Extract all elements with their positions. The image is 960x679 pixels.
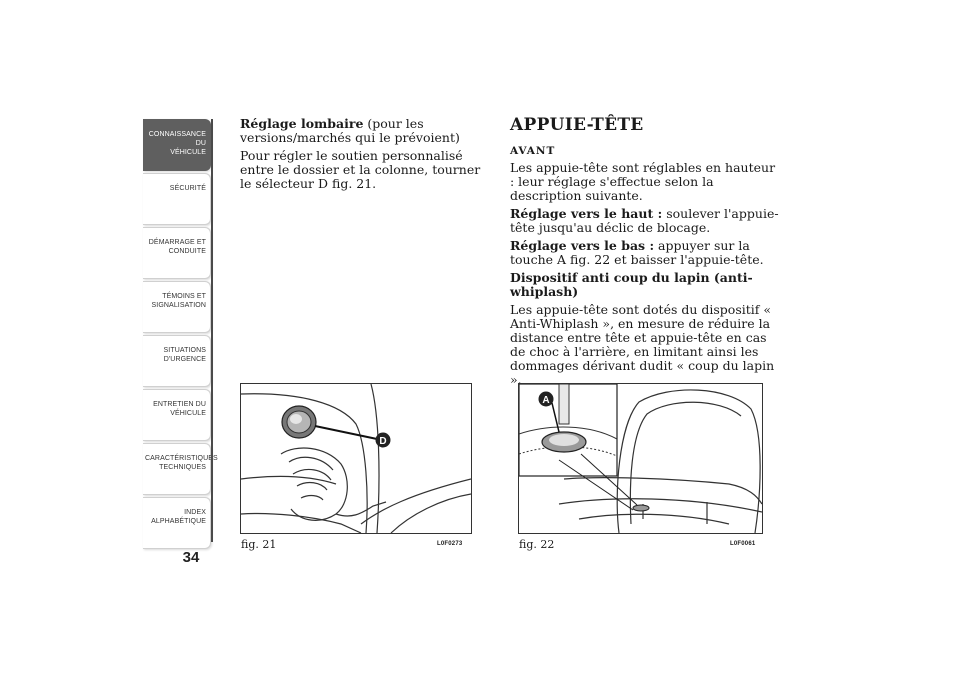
figure-21-caption: fig. 21 xyxy=(241,538,277,551)
lumbar-text: Pour régler le soutien personnalisé entr… xyxy=(240,148,481,191)
tab-label-line2: TECHNIQUES xyxy=(159,464,206,471)
callout-a-label: A xyxy=(542,395,549,406)
zoom-line xyxy=(558,459,634,511)
figure-21-lumbar-knob: D xyxy=(240,383,472,534)
tab-label-line2: VÉHICULE xyxy=(170,149,206,156)
intro-text: Les appuie-tête sont réglables en hauteu… xyxy=(510,160,776,203)
callout-line-d xyxy=(314,425,378,440)
callout-line-a xyxy=(551,402,560,433)
figure-22-headrest: A xyxy=(518,383,763,534)
up-text: soulever l'appuie-tête jusqu'au déclic d… xyxy=(510,206,779,235)
section-subheading: AVANT xyxy=(510,145,556,157)
callout-a-marker xyxy=(538,391,554,407)
callout-d-marker xyxy=(375,432,391,448)
down-title: Réglage vers le bas : xyxy=(510,238,655,253)
down-text: appuyer sur la touche A fig. 22 et baiss… xyxy=(510,238,764,267)
tab-situations-d-urgence[interactable]: SITUATIONS D'URGENCE xyxy=(143,335,211,387)
tab-label-line2: SÉCURITÉ xyxy=(169,185,206,192)
tab-label-line2: ALPHABÉTIQUE xyxy=(151,518,206,525)
lumbar-note: (pour les versions/marchés qui le prévoi… xyxy=(240,116,460,145)
right-column: APPUIE-TÊTE AVANT Les appuie-tête sont r… xyxy=(510,117,780,391)
up-title: Réglage vers le haut : xyxy=(510,206,663,221)
sidebar-divider xyxy=(211,119,213,542)
lumbar-knob xyxy=(281,405,317,439)
whiplash-title: Dispositif anti coup du lapin (anti-whip… xyxy=(510,271,780,299)
tab-index-alphabetique[interactable]: INDEX ALPHABÉTIQUE xyxy=(143,497,211,549)
tab-securite[interactable]: SÉCURITÉ xyxy=(143,173,211,225)
tab-label-line2: VÉHICULE xyxy=(170,410,206,417)
lumbar-title: Réglage lombaire xyxy=(240,116,364,131)
headrest-illustration: A xyxy=(519,384,762,533)
tab-label-line2: SIGNALISATION xyxy=(151,302,206,309)
up-paragraph: Réglage vers le haut : soulever l'appuie… xyxy=(510,207,780,235)
tab-label-line1: INDEX xyxy=(184,509,206,516)
figure-22-caption: fig. 22 xyxy=(519,538,555,551)
tab-caracteristiques-techniques[interactable]: CARACTÉRISTIQUES TECHNIQUES xyxy=(143,443,218,495)
tab-label-line1: CARACTÉRISTIQUES xyxy=(145,455,218,462)
section-heading: APPUIE-TÊTE xyxy=(510,115,644,135)
tab-label-line1: DÉMARRAGE ET xyxy=(148,239,206,246)
tab-entretien-du-vehicule[interactable]: ENTRETIEN DU VÉHICULE xyxy=(143,389,211,441)
left-column: Réglage lombaire (pour les versions/marc… xyxy=(240,117,495,195)
tab-connaissance-du-vehicule[interactable]: CONNAISSANCE DU VÉHICULE xyxy=(143,119,211,171)
figure-21-code: L0F0273 xyxy=(437,541,463,547)
tab-label-line1: TÉMOINS ET xyxy=(162,293,206,300)
figure-22-code: L0F0061 xyxy=(730,541,756,547)
tab-label-line1: CONNAISSANCE DU xyxy=(148,131,206,147)
tab-demarrage-et-conduite[interactable]: DÉMARRAGE ET CONDUITE xyxy=(143,227,211,279)
whiplash-title-text: Dispositif anti coup du lapin (anti-whip… xyxy=(510,270,753,299)
page-number: 34 xyxy=(182,549,200,566)
zoom-line xyxy=(580,453,638,506)
callout-d-label: D xyxy=(379,436,386,447)
tab-label-line2: D'URGENCE xyxy=(163,356,206,363)
down-paragraph: Réglage vers le bas : appuyer sur la tou… xyxy=(510,239,780,267)
whiplash-text: Les appuie-tête sont dotés du dispositif… xyxy=(510,302,775,387)
lumbar-paragraph: Réglage lombaire (pour les versions/marc… xyxy=(240,117,495,145)
headrest-button xyxy=(632,504,650,512)
tab-temoins-et-signalisation[interactable]: TÉMOINS ET SIGNALISATION xyxy=(143,281,211,333)
tab-label-line2: CONDUITE xyxy=(168,248,206,255)
tab-label-line1: SITUATIONS xyxy=(163,347,206,354)
headrest-zoom-inset xyxy=(519,384,618,477)
tab-label-line1: ENTRETIEN DU xyxy=(153,401,206,408)
lumbar-knob-illustration: D xyxy=(241,384,471,533)
